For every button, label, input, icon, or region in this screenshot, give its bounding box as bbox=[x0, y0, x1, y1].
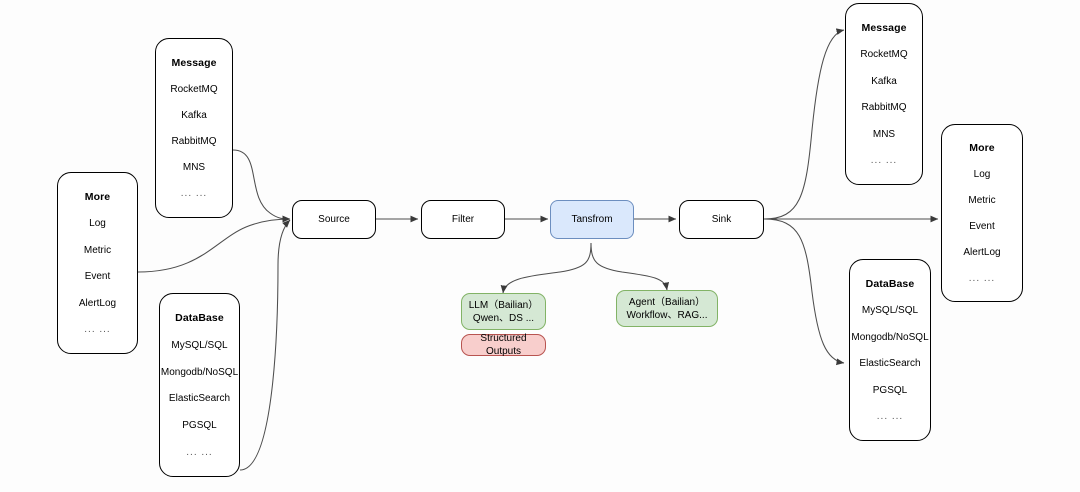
sink-panel-database-item-3: PGSQL bbox=[872, 384, 908, 396]
sink-panel-database-item-1: Mongodb/NoSQL bbox=[851, 331, 929, 343]
pipeline-node-source[interactable]: Source bbox=[292, 200, 376, 239]
source-panel-more-item-2: Event bbox=[84, 271, 111, 283]
sink-panel-more-item-0: Log bbox=[973, 169, 991, 181]
source-panel-more-item-4: ... ... bbox=[84, 324, 111, 336]
source-panel-database-item-1: Mongodb/NoSQL bbox=[160, 366, 239, 378]
sink-panel-more-item-3: AlertLog bbox=[963, 246, 1001, 258]
source-panel-more-title: More bbox=[84, 190, 111, 203]
source-panel-database-item-3: PGSQL bbox=[182, 420, 217, 432]
edge-more-to-source bbox=[137, 215, 291, 273]
edge-sink-to-message bbox=[763, 28, 845, 220]
pipeline-node-transform[interactable]: Tansfrom bbox=[550, 200, 634, 239]
edge-sink-to-database bbox=[763, 218, 845, 366]
source-panel-database[interactable]: DataBase MySQL/SQL Mongodb/NoSQL Elastic… bbox=[159, 293, 240, 477]
edge-transform-to-agent bbox=[590, 242, 670, 291]
sink-panel-database-item-4: ... ... bbox=[876, 411, 904, 423]
source-panel-more-item-0: Log bbox=[89, 218, 106, 230]
source-panel-database-item-2: ElasticSearch bbox=[168, 393, 231, 405]
source-panel-message-title: Message bbox=[171, 56, 217, 69]
sink-panel-more-item-4: ... ... bbox=[968, 272, 996, 284]
sink-panel-database-item-0: MySQL/SQL bbox=[861, 305, 919, 317]
ai-node-structured-outputs-label: Structured Outputs bbox=[480, 333, 527, 357]
edge-message-source bbox=[232, 149, 291, 223]
source-panel-message-item-2: RabbitMQ bbox=[171, 136, 217, 148]
pipeline-node-source-label: Source bbox=[318, 214, 350, 225]
source-panel-message-item-4: ... ... bbox=[180, 188, 208, 200]
edge-database-to-source bbox=[239, 219, 291, 471]
ai-node-structured-outputs[interactable]: Structured Outputs bbox=[461, 333, 546, 357]
sink-panel-message-item-3: MNS bbox=[872, 128, 896, 140]
source-panel-message-item-1: Kafka bbox=[181, 109, 207, 121]
ai-node-llm[interactable]: LLM（Bailian） Qwen、DS ... bbox=[461, 293, 546, 330]
source-panel-database-item-4: ... ... bbox=[186, 447, 213, 459]
source-panel-more[interactable]: More Log Metric Event AlertLog ... ... bbox=[57, 172, 138, 354]
sink-panel-message-item-2: RabbitMQ bbox=[861, 102, 907, 114]
source-panel-message-item-3: MNS bbox=[182, 162, 206, 174]
sink-panel-more-item-1: Metric bbox=[968, 195, 996, 207]
source-panel-more-item-1: Metric bbox=[83, 244, 112, 256]
sink-panel-more-title: More bbox=[969, 142, 995, 155]
pipeline-node-filter[interactable]: Filter bbox=[421, 200, 505, 239]
edge-transform-to-llm bbox=[500, 242, 592, 294]
sink-panel-message-item-0: RocketMQ bbox=[860, 49, 908, 61]
sink-panel-message-item-1: Kafka bbox=[871, 75, 897, 87]
sink-panel-message[interactable]: Message RocketMQ Kafka RabbitMQ MNS ... … bbox=[845, 3, 923, 185]
ai-node-agent[interactable]: Agent（Bailian） Workflow、RAG... bbox=[616, 290, 718, 327]
sink-panel-message-item-4: ... ... bbox=[870, 155, 898, 167]
sink-panel-more[interactable]: More Log Metric Event AlertLog ... ... bbox=[941, 124, 1023, 302]
pipeline-node-sink[interactable]: Sink bbox=[679, 200, 764, 239]
ai-node-llm-label: LLM（Bailian） Qwen、DS ... bbox=[468, 299, 539, 324]
source-panel-more-item-3: AlertLog bbox=[78, 297, 117, 309]
sink-panel-database-title: DataBase bbox=[865, 277, 915, 290]
source-panel-message[interactable]: Message RocketMQ Kafka RabbitMQ MNS ... … bbox=[155, 38, 233, 218]
pipeline-node-transform-label: Tansfrom bbox=[571, 214, 613, 225]
source-panel-database-title: DataBase bbox=[175, 311, 224, 324]
pipeline-node-sink-label: Sink bbox=[711, 214, 732, 225]
pipeline-node-filter-label: Filter bbox=[451, 214, 475, 225]
sink-panel-database-item-2: ElasticSearch bbox=[859, 358, 921, 370]
ai-node-agent-label: Agent（Bailian） Workflow、RAG... bbox=[626, 296, 708, 321]
sink-panel-database[interactable]: DataBase MySQL/SQL Mongodb/NoSQL Elastic… bbox=[849, 259, 931, 441]
sink-panel-message-title: Message bbox=[861, 21, 907, 34]
source-panel-database-item-0: MySQL/SQL bbox=[171, 339, 228, 351]
source-panel-message-item-0: RocketMQ bbox=[170, 83, 218, 95]
sink-panel-more-item-2: Event bbox=[969, 220, 995, 232]
